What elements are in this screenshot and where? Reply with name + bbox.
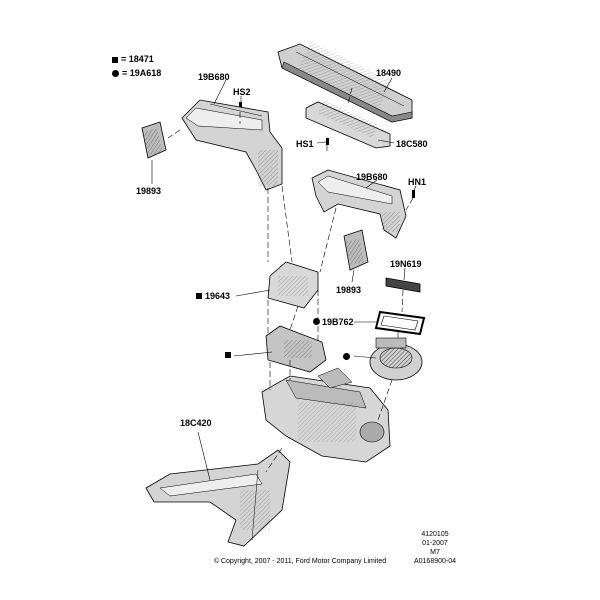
label-HS1: HS1 — [296, 139, 314, 149]
label-19B680-top: 19B680 — [198, 72, 230, 82]
legend-square-entry: = 18471 — [112, 54, 154, 64]
label-18C580: 18C580 — [396, 139, 428, 149]
part-19N619-filter — [385, 277, 421, 293]
part-19B680-center-duct — [311, 169, 407, 239]
circle-marker-icon — [112, 70, 119, 78]
copyright-notice: © Copyright, 2007 - 2011, Ford Motor Com… — [213, 558, 387, 565]
legend-circle-entry: = 19A618 — [112, 68, 161, 78]
part-18C420-floor-duct — [145, 449, 291, 547]
label-19893-right: 19893 — [336, 285, 362, 295]
part-19893-left-register — [141, 121, 167, 159]
label-18490: 18490 — [376, 68, 402, 78]
square-marker-icon — [196, 293, 202, 299]
label-HN1: HN1 — [408, 177, 427, 187]
part-19643-door — [267, 261, 319, 309]
label-19B762: 19B762 — [322, 317, 354, 327]
hvac-main-housing — [261, 367, 391, 463]
circle-marker-icon — [313, 318, 320, 325]
label-19893-left: 19893 — [136, 186, 162, 196]
drawing-number: 4120105 — [421, 531, 449, 538]
legend-square-text: = 18471 — [121, 54, 154, 64]
part-18C580-bracket — [305, 100, 391, 149]
square-marker-icon — [112, 56, 118, 63]
drawing-metadata: 4120105 01-2007 M7 A0168900-04 — [400, 530, 470, 566]
part-18490-panel — [277, 41, 413, 123]
assembly-guide-lines — [167, 87, 414, 473]
label-18C420: 18C420 — [180, 418, 212, 428]
drawing-model: M7 — [430, 549, 440, 556]
leader-lines — [151, 77, 417, 481]
part-19B680-upper-duct — [181, 99, 283, 191]
fasteners — [239, 102, 415, 198]
part-19B762-seal — [374, 310, 426, 336]
legend-circle-text: = 19A618 — [122, 68, 162, 78]
label-19643: 19643 — [205, 291, 231, 301]
part-19A618-blower — [369, 337, 423, 381]
part-19893-right-register — [343, 229, 369, 271]
label-HS2: HS2 — [233, 87, 251, 97]
part-18471-actuator — [265, 325, 327, 373]
square-marker-icon — [225, 352, 231, 358]
drawing-date: 01-2007 — [422, 540, 448, 547]
circle-marker-icon — [343, 353, 350, 360]
label-19B680-mid: 19B680 — [356, 172, 388, 182]
drawing-id: A0168900-04 — [413, 558, 457, 565]
label-19N619: 19N619 — [390, 259, 422, 269]
